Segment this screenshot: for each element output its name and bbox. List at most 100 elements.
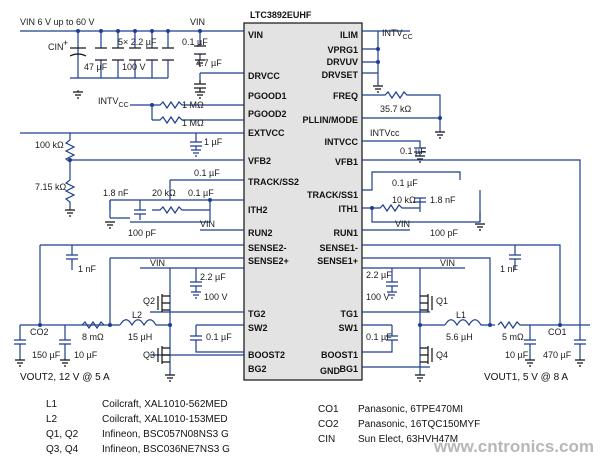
- pin-drvuv: DRVUV: [327, 57, 358, 67]
- pgood-network: [130, 100, 244, 125]
- ith1-res-label: 10 kΩ: [392, 195, 416, 205]
- buck2-stage: [20, 267, 244, 382]
- pin-vin: VIN: [248, 30, 263, 40]
- pin-vfb1: VFB1: [335, 157, 358, 167]
- sense2-cap-label: 1 nF: [78, 264, 97, 274]
- pin-sense1-: SENSE1-: [319, 243, 358, 253]
- l1-label: L1: [456, 310, 466, 320]
- extvcc-cap-label: 1 µF: [204, 137, 223, 147]
- buck1-stage: [362, 267, 590, 382]
- pin-drvset: DRVSET: [322, 70, 359, 80]
- pin-track-ss2: TRACK/SS2: [248, 177, 299, 187]
- mosfet-q3: [157, 346, 170, 364]
- pin-tg1: TG1: [340, 309, 358, 319]
- l2-label: L2: [132, 310, 142, 320]
- pin-sense1-: SENSE1+: [317, 256, 358, 266]
- intvcc-pin-label: INTVcc: [370, 128, 400, 138]
- l2-value-label: 15 µH: [128, 332, 152, 342]
- mosfet-q1: [420, 294, 433, 312]
- sense1-network: [362, 244, 561, 325]
- ic-left-pins: VINDRVCCPGOOD1PGOOD2EXTVCCVFB2TRACK/SS2I…: [248, 30, 299, 374]
- l1-value-label: 5.6 µH: [446, 332, 473, 342]
- ith2-100pf-label: 100 pF: [128, 228, 157, 238]
- pin-boost1: BOOST1: [321, 350, 358, 360]
- cap-vin-0-1uf: [194, 45, 206, 67]
- pin-sw2: SW2: [248, 323, 268, 333]
- boost2-2-2uf-label: 2.2 µF: [200, 272, 226, 282]
- pin-bg2: BG2: [248, 364, 267, 374]
- pin-track-ss1: TRACK/SS1: [307, 190, 358, 200]
- cap-drvcc: [194, 80, 206, 99]
- output2-caps: [14, 325, 71, 367]
- pin-pgood2: PGOOD2: [248, 109, 287, 119]
- pin-vfb2: VFB2: [248, 156, 271, 166]
- q3-label: Q3: [143, 350, 155, 360]
- pin-gnd: GND: [320, 366, 341, 376]
- output1-caps: [524, 325, 586, 367]
- drvcc-cap-label: 4.7 µF: [196, 58, 222, 68]
- cin-value-label: 47 µF: [84, 62, 108, 72]
- pin-extvcc: EXTVCC: [248, 128, 285, 138]
- res-100k-label: 100 kΩ: [35, 140, 64, 150]
- vfb1-route: [362, 159, 581, 325]
- r5m-label: 5 mΩ: [502, 332, 524, 342]
- ith1-100pf-label: 100 pF: [430, 228, 459, 238]
- buck1-vin-label: VIN: [440, 258, 455, 268]
- pin-freq: FREQ: [333, 91, 358, 101]
- pgood1-res-label: 1 MΩ: [182, 100, 204, 110]
- pin-run2: RUN2: [248, 228, 273, 238]
- freq-res-label: 35.7 kΩ: [380, 104, 412, 114]
- bst2-cap-label: 0.1 µF: [206, 332, 232, 342]
- mosfet-q2: [157, 294, 170, 312]
- co2-10-label: 10 µF: [74, 350, 98, 360]
- track2-cap-label: 0.1 µF: [194, 168, 220, 178]
- pin-intvcc: INTVCC: [325, 137, 359, 147]
- pin-tg2: TG2: [248, 309, 266, 319]
- vin-cap-label: 0.1 µF: [182, 37, 208, 47]
- cap-bank-label: 5× 2.2 µF: [118, 37, 157, 47]
- co1-470-label: 470 µF: [543, 350, 572, 360]
- vfb2-divider: [20, 132, 244, 217]
- run2-vin-label: VIN: [200, 219, 215, 229]
- ith2-res-label: 20 kΩ: [152, 188, 176, 198]
- pin-sw1: SW1: [338, 323, 358, 333]
- cap-bank-2-2uf: [95, 47, 174, 61]
- freq-network: [362, 90, 445, 163]
- ith2-1-8nf-label: 1.8 nF: [103, 188, 129, 198]
- co2-150-label: 150 µF: [32, 350, 61, 360]
- boost1-2-2uf-label: 2.2 µF: [366, 270, 392, 280]
- intvcc-cap-label: 0.1 µF: [400, 146, 426, 156]
- ic-body: [243, 22, 363, 381]
- cap-bank-voltage-label: 100 V: [122, 62, 146, 72]
- pin-ilim: ILIM: [340, 30, 358, 40]
- pin-ith2: ITH2: [248, 205, 268, 215]
- co1-10-label: 10 µF: [505, 350, 529, 360]
- svg-text:+: +: [63, 38, 68, 48]
- pin-run1: RUN1: [333, 228, 358, 238]
- ith2-network: [105, 179, 244, 229]
- boost2-100v-label: 100 V: [204, 292, 228, 302]
- track1-cap-label: 0.1 µF: [392, 178, 418, 188]
- q1-label: Q1: [436, 296, 448, 306]
- pin-sense2-: SENSE2+: [248, 256, 289, 266]
- intvcc-right-label: INTVCC: [382, 28, 413, 41]
- pin-bg1: BG1: [339, 364, 358, 374]
- bst1-cap-label: 0.1 µF: [366, 332, 392, 342]
- vout1-label: VOUT1, 5 V @ 8 A: [484, 372, 568, 383]
- cap-cin: +: [63, 38, 87, 57]
- ith1-network: [362, 171, 485, 231]
- res-7-15k-label: 7.15 kΩ: [35, 182, 67, 192]
- vout2-label: VOUT2, 12 V @ 5 A: [20, 372, 110, 383]
- vin-net-label: VIN: [190, 17, 205, 27]
- watermark: www.cntronics.com: [434, 437, 594, 456]
- ic-part-number: LTC3892EUHF: [250, 10, 312, 20]
- pin-vprg1: VPRG1: [327, 45, 358, 55]
- co2-label: CO2: [30, 327, 49, 337]
- q2-label: Q2: [143, 296, 155, 306]
